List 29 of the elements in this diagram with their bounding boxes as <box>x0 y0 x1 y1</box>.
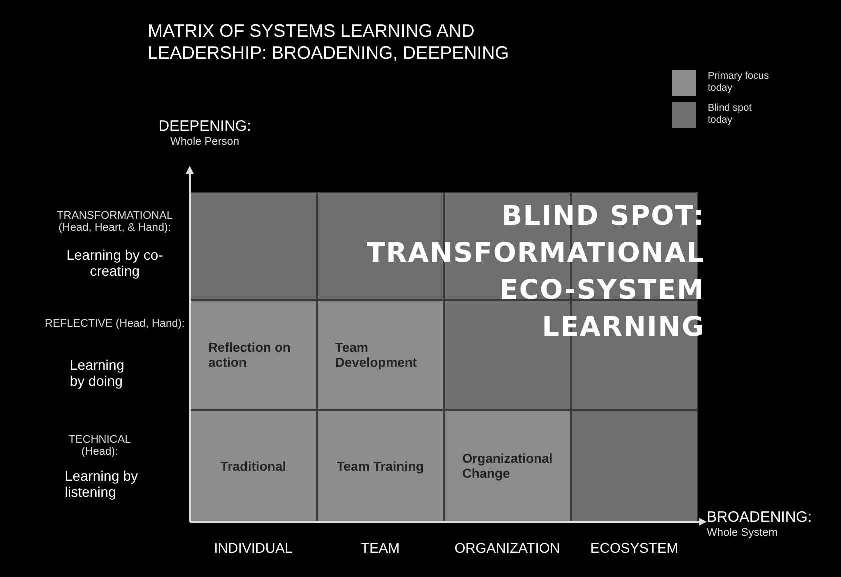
row-heading: TECHNICAL (Head): <box>68 434 132 458</box>
legend-text: Primary focus today <box>708 71 770 95</box>
row-heading: TRANSFORMATIONAL (Head, Heart, & Hand): <box>56 210 174 234</box>
cell-text: Team Development <box>336 340 418 370</box>
cell-text: Organizational Change <box>462 451 552 481</box>
cell-text: Team Training <box>336 458 424 474</box>
column-label: ECOSYSTEM <box>590 540 680 556</box>
axis-title: DEEPENING: <box>158 118 252 135</box>
cell-text: Reflection on action <box>208 340 292 370</box>
column-label: ORGANIZATION <box>454 540 562 556</box>
axis-subtitle: Whole Person <box>169 136 241 148</box>
column-label: TEAM <box>360 540 401 556</box>
matrix-cell <box>444 410 571 522</box>
row-label: Learning by listening <box>65 468 140 500</box>
axis-title: BROADENING: <box>707 509 814 526</box>
row-label: Learning by co-creating <box>66 247 164 279</box>
matrix-cell <box>571 410 698 522</box>
row-heading: REFLECTIVE (Head, Hand): <box>44 318 186 330</box>
matrix-cell <box>190 300 317 410</box>
matrix-cell <box>317 410 444 522</box>
legend-text: Blind spot today <box>708 103 753 127</box>
diagram-title: MATRIX OF SYSTEMS LEARNING AND LEADERSHIP: BROADENING, DEEPENING <box>148 20 510 64</box>
matrix-cell <box>317 300 444 410</box>
cell-text: Traditional <box>220 458 286 474</box>
row-label: Learning by doing <box>70 357 126 389</box>
matrix-cell <box>190 410 317 522</box>
column-label: INDIVIDUAL <box>213 540 294 556</box>
matrix-cell <box>190 192 317 300</box>
axis-subtitle: Whole System <box>707 527 779 539</box>
